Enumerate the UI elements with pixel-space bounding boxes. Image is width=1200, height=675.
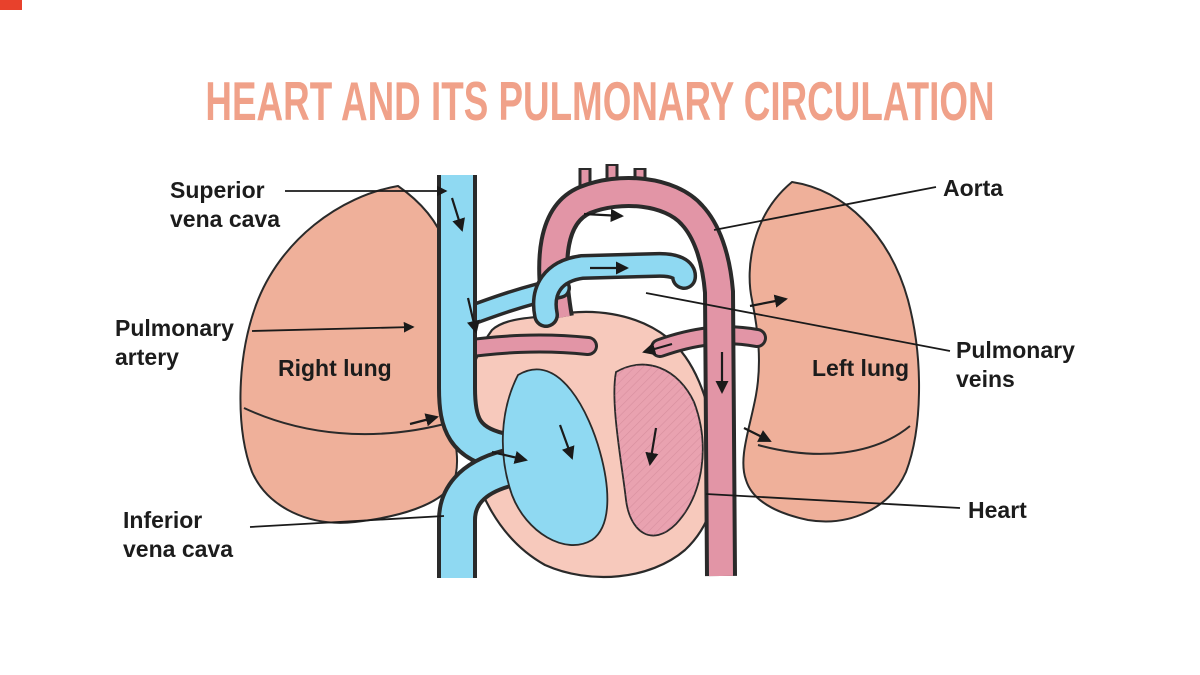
left-lung-shape bbox=[742, 180, 920, 523]
label-inferior-vena-cava: Inferior vena cava bbox=[123, 507, 233, 562]
left-ventricle-shape bbox=[613, 363, 704, 537]
heart-leader bbox=[705, 493, 961, 509]
inferior-vena-cava-vessel bbox=[437, 448, 514, 578]
label-superior-vena-cava: Superior vena cava bbox=[170, 177, 280, 232]
inferior-vena-cava-leader bbox=[249, 515, 445, 528]
pulmonary-artery-leader bbox=[251, 321, 415, 333]
ventricle-hatching bbox=[614, 364, 703, 536]
diagram-title: HEART AND ITS PULMONARY CIRCULATION bbox=[205, 70, 995, 132]
label-pulmonary-artery: Pulmonary artery bbox=[115, 315, 234, 370]
label-left-lung: Left lung bbox=[812, 355, 910, 381]
aorta-vessel bbox=[537, 164, 737, 577]
label-pulmonary-veins: Pulmonary veins bbox=[956, 337, 1075, 392]
left-lung-fissure bbox=[757, 425, 911, 455]
corner-artifact bbox=[0, 0, 22, 10]
label-aorta: Aorta bbox=[943, 175, 1004, 201]
aorta-leader bbox=[713, 186, 937, 231]
right-lung-fissure bbox=[243, 407, 453, 436]
flow-arrows bbox=[409, 197, 788, 466]
leader-lines bbox=[249, 185, 961, 528]
label-right-lung: Right lung bbox=[278, 355, 392, 381]
pulmonary-veins-leader bbox=[645, 292, 951, 352]
label-heart: Heart bbox=[968, 497, 1027, 523]
superior-vena-cava-vessel bbox=[437, 175, 510, 472]
